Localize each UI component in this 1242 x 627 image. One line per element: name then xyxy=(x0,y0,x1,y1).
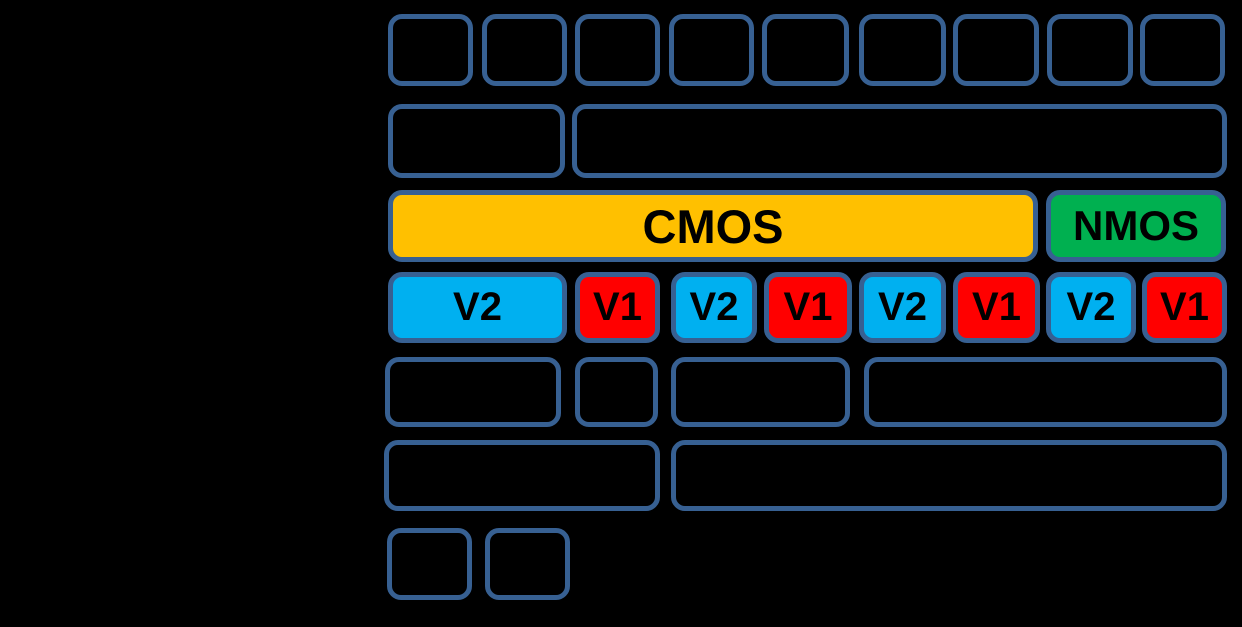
v1-label: V1 xyxy=(1160,285,1209,329)
nmos-block: NMOS xyxy=(1046,190,1226,262)
v2-label: V2 xyxy=(689,285,739,329)
v2-block-2: V2 xyxy=(671,272,757,343)
v2-label: V2 xyxy=(878,285,927,329)
v1-label: V1 xyxy=(783,285,833,329)
row2-block-2 xyxy=(572,104,1227,178)
row1-block-5 xyxy=(762,14,849,86)
row1-block-1 xyxy=(388,14,473,86)
row1-block-6 xyxy=(859,14,946,86)
row2-block-1 xyxy=(388,104,565,178)
row5-block-4 xyxy=(864,357,1227,427)
row5-block-1 xyxy=(385,357,561,427)
v1-block-3: V1 xyxy=(953,272,1040,343)
v2-block-3: V2 xyxy=(859,272,946,343)
row1-block-4 xyxy=(669,14,754,86)
v2-label: V2 xyxy=(453,285,502,329)
row7-block-2 xyxy=(485,528,570,600)
v1-block-2: V1 xyxy=(764,272,852,343)
row1-block-3 xyxy=(575,14,660,86)
row7-block-1 xyxy=(387,528,472,600)
v2-block-4: V2 xyxy=(1046,272,1136,343)
v1-label: V1 xyxy=(593,285,642,329)
v2-block-1: V2 xyxy=(388,272,567,343)
v1-label: V1 xyxy=(972,285,1021,329)
row1-block-2 xyxy=(482,14,567,86)
row1-block-9 xyxy=(1140,14,1225,86)
row5-block-2 xyxy=(575,357,658,427)
v1-block-1: V1 xyxy=(575,272,660,343)
row5-block-3 xyxy=(671,357,850,427)
v2-label: V2 xyxy=(1066,285,1116,329)
nmos-label: NMOS xyxy=(1073,202,1199,249)
cmos-block: CMOS xyxy=(388,190,1038,262)
row1-block-8 xyxy=(1047,14,1133,86)
row6-block-1 xyxy=(384,440,660,511)
row1-block-7 xyxy=(953,14,1039,86)
row6-block-2 xyxy=(671,440,1227,511)
v1-block-4: V1 xyxy=(1142,272,1227,343)
cmos-label: CMOS xyxy=(642,199,784,253)
